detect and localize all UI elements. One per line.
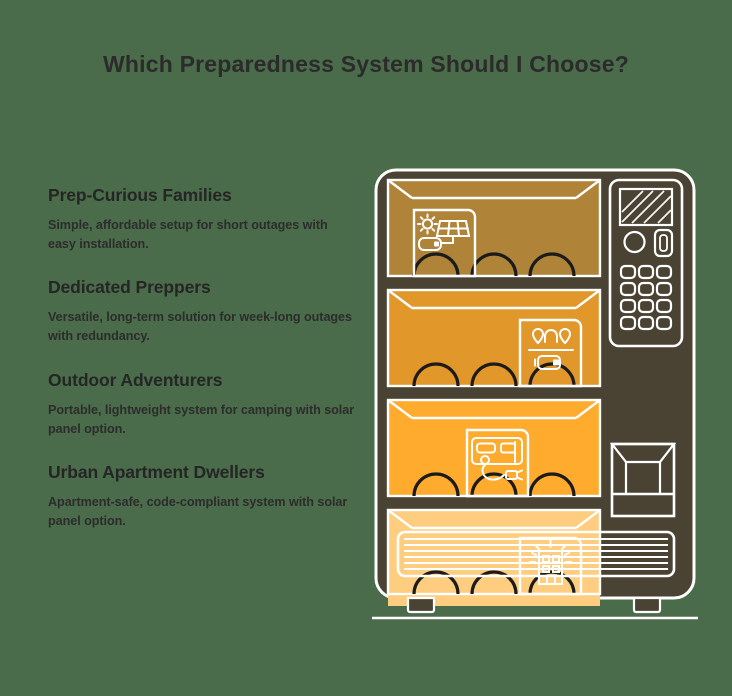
keypad-button <box>655 264 673 280</box>
shelf-2 <box>386 288 602 388</box>
list-item-title: Prep-Curious Families <box>48 185 232 205</box>
keypad-button <box>637 298 655 314</box>
keypad-button <box>637 281 655 297</box>
shelf-2-product-card <box>518 318 583 388</box>
keypad-button <box>619 315 637 331</box>
list-item-title: Outdoor Adventurers <box>48 369 223 390</box>
shelf-3-coils <box>412 472 576 497</box>
list-item: Urban Apartment Dwellers Apartment-safe,… <box>48 462 358 531</box>
keypad-button <box>655 281 673 297</box>
keypad-button <box>619 264 637 280</box>
machine-feet <box>406 596 662 614</box>
portable-generator-icon <box>471 437 523 481</box>
keypad-button <box>637 315 655 331</box>
control-panel <box>608 178 684 348</box>
card-slot-icon <box>653 228 674 258</box>
keypad-button <box>619 298 637 314</box>
shelf-3 <box>386 398 602 498</box>
bottom-grille-visible <box>396 530 676 578</box>
shelf-3-product-card <box>465 428 530 498</box>
solar-panel-battery-icon <box>417 213 471 251</box>
audience-list: Prep-Curious Families Simple, affordable… <box>48 185 358 531</box>
display-screen <box>618 187 674 227</box>
shelf-4-back-wall <box>412 528 576 606</box>
list-item-title: Urban Apartment Dwellers <box>48 461 265 482</box>
keypad-button <box>655 315 673 331</box>
card-slot-inner <box>659 234 668 252</box>
list-item-description: Versatile, long-term solution for week-l… <box>48 310 352 344</box>
battery-bank-icon <box>528 328 574 370</box>
dispensing-tray <box>609 442 677 518</box>
display-screen-glare <box>621 190 672 224</box>
vending-machine-illustration <box>372 166 698 636</box>
list-item-title: Dedicated Preppers <box>48 277 211 298</box>
list-item-description: Portable, lightweight system for camping… <box>48 402 355 436</box>
list-item: Outdoor Adventurers Portable, lightweigh… <box>48 370 358 439</box>
keypad-button <box>619 281 637 297</box>
coin-slot-icon <box>623 230 646 254</box>
keypad-button <box>637 264 655 280</box>
shelf-1-back-wall <box>412 198 576 276</box>
shelf-1 <box>386 178 602 278</box>
shelf-1-product-card <box>412 208 477 278</box>
keypad <box>619 264 673 331</box>
shelf-2-coils <box>412 362 576 387</box>
shelf-3-back-wall <box>412 418 576 496</box>
list-item: Dedicated Preppers Versatile, long-term … <box>48 277 358 346</box>
list-item: Prep-Curious Families Simple, affordable… <box>48 185 358 254</box>
list-item-description: Apartment-safe, code-compliant system wi… <box>48 494 348 528</box>
shelf-4 <box>386 508 602 606</box>
keypad-button <box>655 298 673 314</box>
control-panel-frame <box>608 178 684 348</box>
page-title: Which Preparedness System Should I Choos… <box>102 51 629 77</box>
shelf-4-product-card <box>518 536 583 596</box>
list-item-description: Simple, affordable setup for short outag… <box>48 218 328 252</box>
